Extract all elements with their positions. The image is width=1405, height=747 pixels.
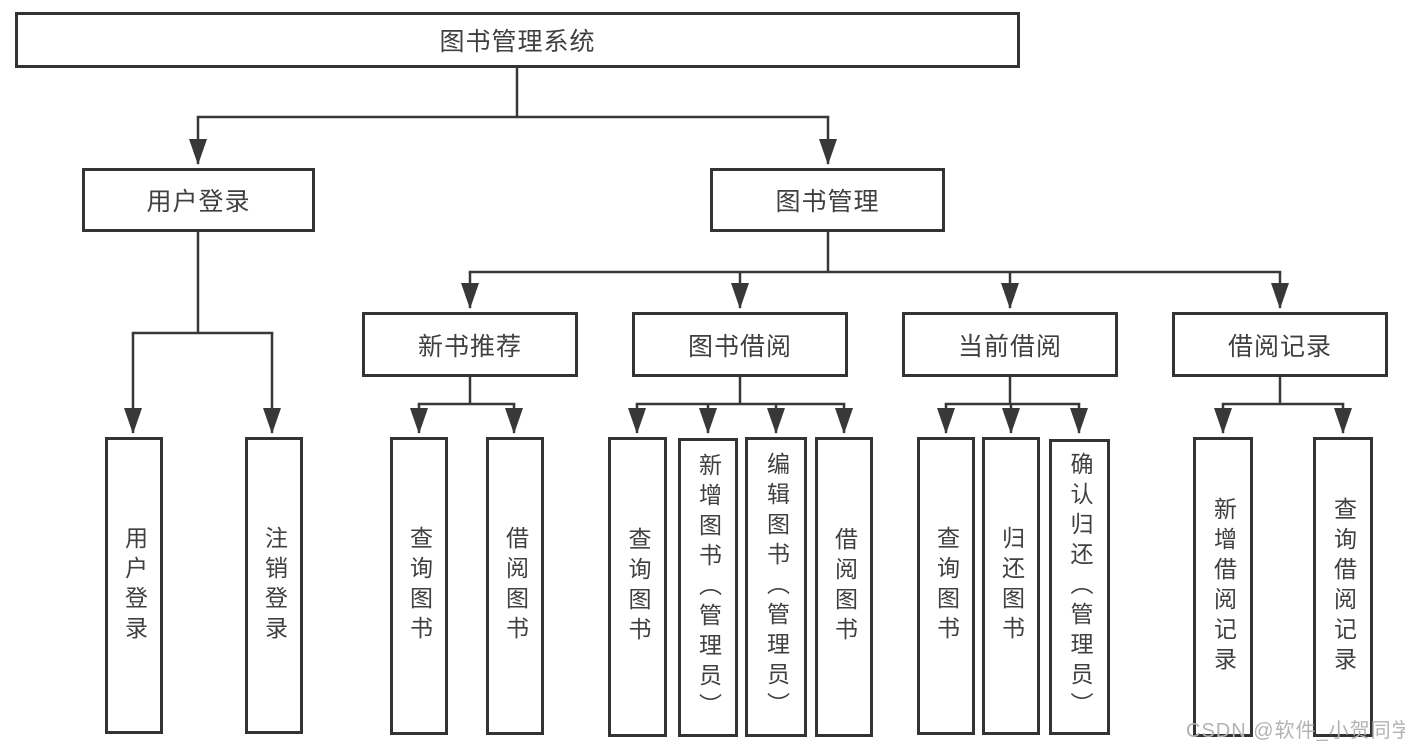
node-leaf-edit-book-admin: 编辑图书（管理员） bbox=[745, 437, 807, 737]
node-leaf-query-borrow-record: 查询借阅记录 bbox=[1313, 437, 1373, 737]
node-leaf-edit-book-admin-label: 编辑图书（管理员） bbox=[763, 452, 790, 722]
node-leaf-confirm-return-admin-label: 确认归还（管理员） bbox=[1067, 452, 1093, 722]
node-leaf-logout: 注销登录 bbox=[245, 437, 303, 734]
node-user-login-label: 用户登录 bbox=[146, 188, 251, 216]
node-leaf-logout-label: 注销登录 bbox=[261, 525, 288, 646]
node-leaf-return-book: 归还图书 bbox=[982, 437, 1040, 735]
node-book-borrow-label: 图书借阅 bbox=[687, 332, 792, 361]
node-book-management-label: 图书管理 bbox=[775, 188, 880, 216]
node-root: 图书管理系统 bbox=[15, 12, 1020, 68]
connector-group bbox=[124, 68, 1352, 434]
node-leaf-return-book-label: 归还图书 bbox=[998, 526, 1025, 646]
node-leaf-user-login-label: 用户登录 bbox=[121, 525, 148, 646]
node-user-login: 用户登录 bbox=[82, 168, 315, 232]
node-leaf-query-borrow-record-label: 查询借阅记录 bbox=[1330, 497, 1357, 677]
node-borrow-records: 借阅记录 bbox=[1172, 312, 1388, 377]
node-new-book-recommend: 新书推荐 bbox=[362, 312, 578, 377]
node-leaf-borrow-book-1: 借阅图书 bbox=[486, 437, 544, 735]
node-leaf-query-book-3-label: 查询图书 bbox=[933, 526, 960, 646]
node-new-book-recommend-label: 新书推荐 bbox=[417, 332, 522, 361]
node-root-label: 图书管理系统 bbox=[439, 28, 596, 56]
csdn-watermark: CSDN @软件_小贺同学 bbox=[1186, 720, 1405, 742]
node-leaf-borrow-book-1-label: 借阅图书 bbox=[502, 526, 529, 646]
node-borrow-records-label: 借阅记录 bbox=[1227, 332, 1332, 361]
node-leaf-query-book-2-label: 查询图书 bbox=[625, 527, 651, 647]
node-leaf-query-book-1: 查询图书 bbox=[390, 437, 448, 735]
node-leaf-borrow-book-2-label: 借阅图书 bbox=[831, 527, 858, 647]
node-leaf-add-borrow-record-label: 新增借阅记录 bbox=[1210, 497, 1237, 677]
node-leaf-query-book-3: 查询图书 bbox=[917, 437, 975, 735]
node-leaf-query-book-1-label: 查询图书 bbox=[406, 526, 433, 646]
node-leaf-user-login: 用户登录 bbox=[105, 437, 163, 734]
node-current-borrow: 当前借阅 bbox=[902, 312, 1118, 377]
node-leaf-borrow-book-2: 借阅图书 bbox=[815, 437, 873, 737]
node-leaf-add-book-admin-label: 新增图书（管理员） bbox=[695, 452, 722, 723]
node-book-management: 图书管理 bbox=[710, 168, 945, 232]
node-leaf-add-borrow-record: 新增借阅记录 bbox=[1193, 437, 1253, 737]
node-leaf-add-book-admin: 新增图书（管理员） bbox=[678, 438, 738, 737]
node-leaf-confirm-return-admin: 确认归还（管理员） bbox=[1049, 439, 1110, 735]
node-book-borrow: 图书借阅 bbox=[632, 312, 848, 377]
node-current-borrow-label: 当前借阅 bbox=[957, 332, 1062, 361]
node-leaf-query-book-2: 查询图书 bbox=[608, 437, 667, 737]
